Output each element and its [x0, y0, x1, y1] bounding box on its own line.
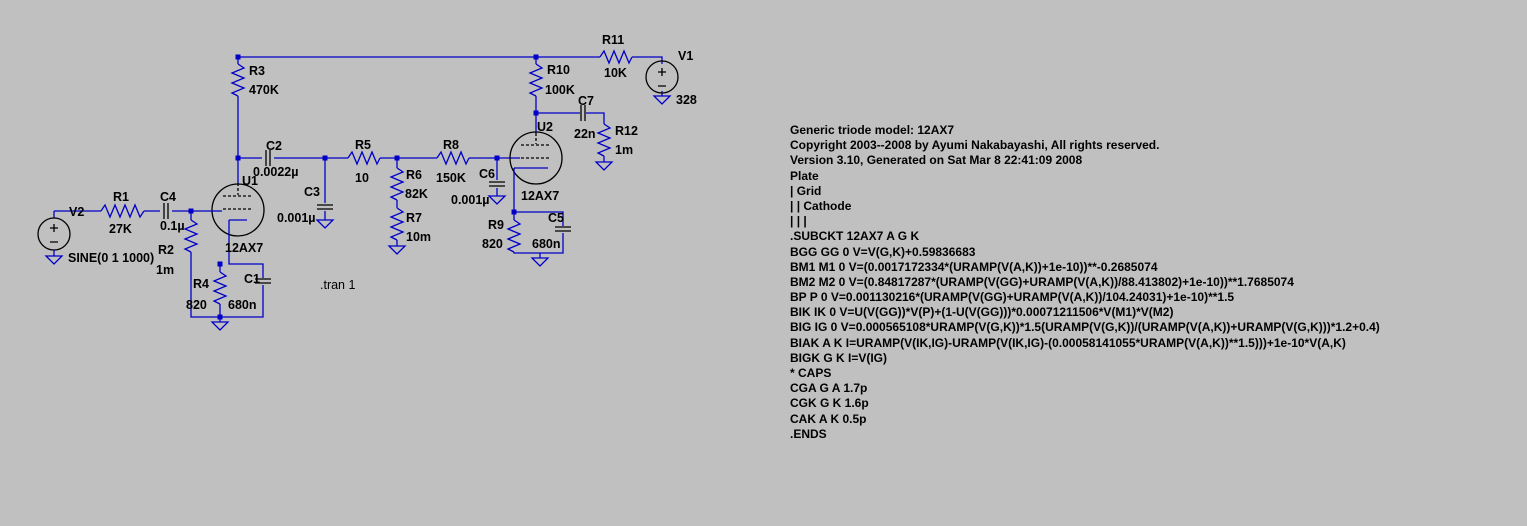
label-u1-value: 12AX7	[225, 241, 263, 255]
label-r1-value: 27K	[109, 222, 132, 236]
netlist-line: BGG GG 0 V=V(G,K)+0.59836683	[790, 244, 976, 259]
resistor-r9[interactable]	[506, 219, 522, 253]
netlist-line: BP P 0 V=0.001130216*(URAMP(V(GG)+URAMP(…	[790, 290, 1235, 305]
junction-dots	[188, 54, 539, 320]
netlist-line: Generic triode model: 12AX7	[790, 123, 955, 137]
resistor-r2[interactable]	[183, 219, 199, 253]
label-c1-value: 680n	[228, 298, 257, 312]
resistor-r1[interactable]	[100, 203, 145, 219]
resistor-r11[interactable]	[599, 49, 633, 65]
capacitor-c6[interactable]	[489, 181, 505, 187]
netlist-line: CGA G A 1.7p	[790, 381, 868, 396]
capacitor-c1[interactable]	[255, 278, 271, 284]
label-v1-value: 328	[676, 93, 697, 107]
netlist-line: BM2 M2 0 V=(0.84817287*(URAMP(V(GG)+URAM…	[790, 274, 1294, 289]
label-r3-name: R3	[249, 64, 265, 78]
capacitor-c5[interactable]	[555, 226, 571, 232]
label-r7-value: 10m	[406, 230, 431, 244]
component-labels: R3 470K R10 100K R11 10K V1 328 C7 22n R…	[68, 33, 697, 312]
label-c1-name: C1	[244, 272, 260, 286]
netlist-line: BM1 M1 0 V=(0.0017172334*(URAMP(V(A,K))+…	[790, 259, 1158, 274]
resistor-r3[interactable]	[230, 63, 246, 97]
capacitor-c2[interactable]	[265, 150, 271, 166]
label-r7-name: R7	[406, 211, 422, 225]
label-r1-name: R1	[113, 190, 129, 204]
label-c4-name: C4	[160, 190, 176, 204]
netlist-line: CAK A K 0.5p	[790, 411, 867, 426]
wires	[53, 56, 663, 322]
resistor-r10[interactable]	[528, 63, 544, 97]
label-r5-value: 10	[355, 171, 369, 185]
capacitor-c3[interactable]	[317, 204, 333, 210]
voltage-source-v1[interactable]	[645, 60, 679, 94]
ground-symbols	[44, 95, 672, 331]
netlist-line: * CAPS	[790, 366, 832, 380]
label-c3-value: 0.001µ	[277, 211, 315, 225]
netlist-line: .SUBCKT 12AX7 A G K	[790, 229, 920, 244]
label-r8-name: R8	[443, 138, 459, 152]
label-c2-name: C2	[266, 139, 282, 153]
label-r8-value: 150K	[436, 171, 466, 185]
netlist-line: BIAK A K I=URAMP(V(IK,IG)-URAMP(V(IK,IG)…	[790, 335, 1346, 350]
resistor-r4[interactable]	[212, 271, 228, 305]
label-r10-value: 100K	[545, 83, 575, 97]
label-r9-value: 820	[482, 237, 503, 251]
capacitor-c7[interactable]	[580, 105, 586, 121]
label-r6-name: R6	[406, 168, 422, 182]
netlist-line: CGK G K 1.6p	[790, 396, 869, 411]
resistor-r7[interactable]	[389, 207, 405, 241]
label-u2-value: 12AX7	[521, 189, 559, 203]
label-c7-value: 22n	[574, 127, 596, 141]
netlist-line: Copyright 2003--2008 by Ayumi Nakabayash…	[790, 138, 1160, 153]
label-r6-value: 82K	[405, 187, 428, 201]
label-r2-name: R2	[158, 243, 174, 257]
label-r2-value: 1m	[156, 263, 174, 277]
label-v1-name: V1	[678, 49, 693, 63]
label-r5-name: R5	[355, 138, 371, 152]
resistor-r12[interactable]	[596, 123, 612, 157]
label-r4-value: 820	[186, 298, 207, 312]
label-r10-name: R10	[547, 63, 570, 77]
triode-u2[interactable]	[509, 131, 563, 186]
label-c5-value: 680n	[532, 237, 561, 251]
netlist-line: | Grid	[790, 183, 822, 198]
label-u2-name: U2	[537, 120, 553, 134]
netlist-line: .ENDS	[790, 426, 827, 441]
netlist-line: BIGK G K I=V(IG)	[790, 350, 888, 365]
resistor-r6[interactable]	[389, 167, 405, 201]
label-r12-value: 1m	[615, 143, 633, 157]
triode-u1[interactable]	[207, 183, 265, 237]
resistor-r8[interactable]	[436, 150, 470, 166]
label-c6-value: 0.001µ	[451, 193, 489, 207]
label-c2-value: 0.0022µ	[253, 165, 298, 179]
label-r11-value: 10K	[604, 66, 627, 80]
netlist-line: BIK IK 0 V=U(V(GG))*V(P)+(1-U(V(GG)))*0.…	[790, 305, 1174, 320]
label-u1-name: U1	[242, 174, 258, 188]
label-r11-name: R11	[602, 33, 624, 47]
netlist-line: BIG IG 0 V=0.000565108*URAMP(V(G,K))*1.5…	[790, 320, 1380, 335]
label-v2-value: SINE(0 1 1000)	[68, 251, 154, 265]
label-r12-name: R12	[615, 124, 638, 138]
spice-directive-tran: .tran 1	[320, 278, 355, 292]
label-c5-name: C5	[548, 211, 564, 225]
netlist-line: | | |	[790, 214, 807, 229]
label-v2-name: V2	[69, 205, 84, 219]
capacitor-c4[interactable]	[163, 203, 169, 219]
label-r3-value: 470K	[249, 83, 279, 97]
label-c7-name: C7	[578, 94, 594, 108]
label-r4-name: R4	[193, 277, 209, 291]
label-r9-name: R9	[488, 218, 504, 232]
label-c3-name: C3	[304, 185, 320, 199]
label-c6-name: C6	[479, 167, 495, 181]
resistor-r5[interactable]	[347, 150, 381, 166]
netlist-line: Version 3.10, Generated on Sat Mar 8 22:…	[790, 153, 1083, 168]
voltage-source-v2[interactable]	[37, 217, 71, 256]
label-c4-value: 0.1µ	[160, 219, 185, 233]
netlist-line: | | Cathode	[790, 198, 852, 213]
subcircuit-netlist-comment[interactable]: Generic triode model: 12AX7 Copyright 20…	[790, 123, 1380, 442]
netlist-line: Plate	[790, 168, 819, 183]
